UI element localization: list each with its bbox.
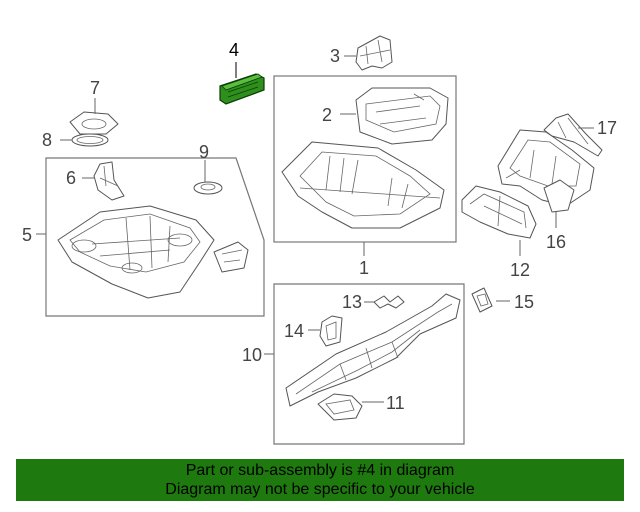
banner-line-1: Part or sub-assembly is #4 in diagram bbox=[185, 462, 455, 479]
callout-12: 12 bbox=[510, 260, 530, 280]
part-2-crossmember[interactable] bbox=[355, 87, 449, 145]
part-13-clip[interactable] bbox=[373, 295, 405, 309]
part-14-bracket[interactable] bbox=[319, 315, 343, 347]
part-12-reinforcement[interactable] bbox=[461, 185, 537, 239]
callout-13: 13 bbox=[342, 292, 362, 312]
callout-9: 9 bbox=[199, 142, 209, 162]
part-9-plug[interactable] bbox=[193, 181, 223, 195]
group-frame-1 bbox=[273, 75, 457, 243]
callout-3: 3 bbox=[330, 46, 340, 66]
callout-1: 1 bbox=[359, 258, 369, 278]
part-10-side-member[interactable] bbox=[285, 293, 461, 407]
notice-banner: Part or sub-assembly is #4 in diagram Di… bbox=[16, 459, 624, 501]
callout-10: 10 bbox=[242, 345, 262, 365]
callout-8: 8 bbox=[42, 130, 52, 150]
part-8-gasket[interactable] bbox=[71, 133, 109, 147]
banner-line-2: Diagram may not be specific to your vehi… bbox=[165, 481, 475, 498]
part-4-highlighted[interactable] bbox=[219, 73, 265, 105]
callout-6: 6 bbox=[66, 168, 76, 188]
part-17-bracket[interactable] bbox=[543, 113, 603, 157]
part-11-bracket[interactable] bbox=[317, 393, 363, 421]
part-7-plate[interactable] bbox=[69, 111, 119, 135]
part-16-rail[interactable] bbox=[497, 129, 595, 213]
callout-14: 14 bbox=[284, 321, 304, 341]
callout-2: 2 bbox=[322, 105, 332, 125]
callout-5: 5 bbox=[22, 225, 32, 245]
group-frame-10 bbox=[273, 283, 465, 445]
callout-11: 11 bbox=[386, 393, 405, 413]
part-3-bracket[interactable] bbox=[355, 35, 393, 71]
callout-15: 15 bbox=[514, 292, 534, 312]
part-1-floor-pan[interactable] bbox=[281, 141, 445, 229]
callout-17: 17 bbox=[597, 118, 617, 138]
part-15-plate[interactable] bbox=[471, 287, 493, 313]
part-6-bracket[interactable] bbox=[93, 161, 125, 201]
group-frame-5 bbox=[45, 157, 265, 317]
callout-7: 7 bbox=[90, 78, 100, 98]
part-5-floor-assembly[interactable] bbox=[57, 205, 249, 299]
callout-4: 4 bbox=[229, 40, 239, 60]
callout-16: 16 bbox=[546, 232, 566, 252]
